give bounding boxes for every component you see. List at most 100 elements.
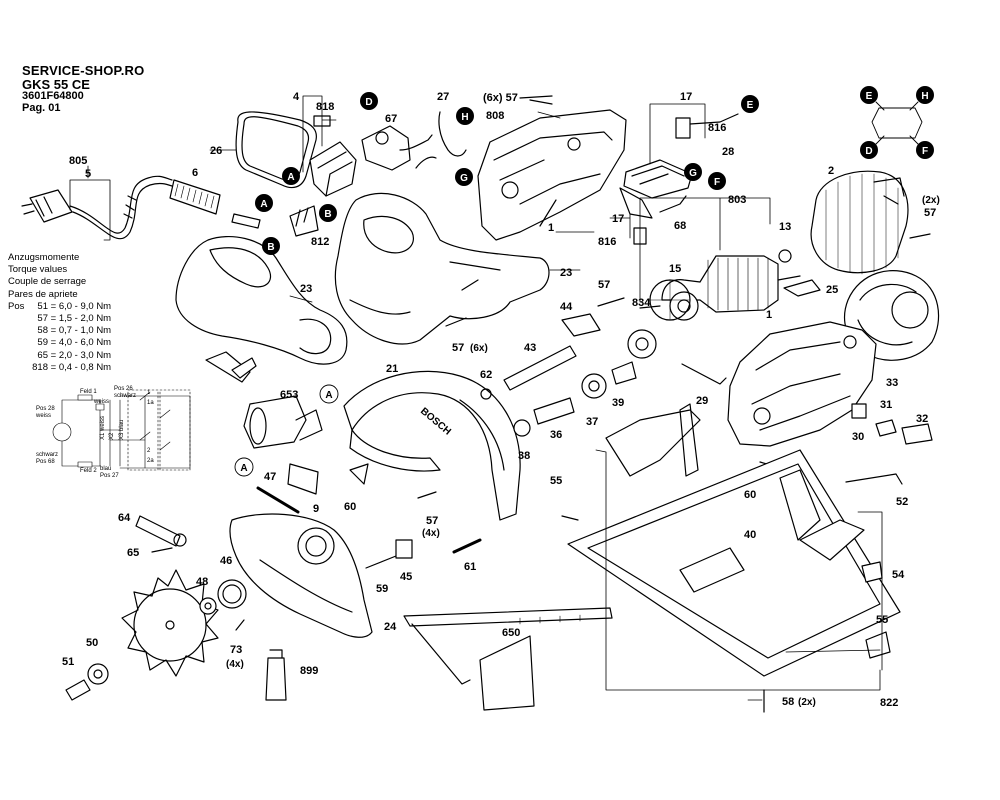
torque-value: = 6,0 - 9,0 Nm <box>50 300 112 312</box>
leader-lines <box>69 95 883 701</box>
torque-row: 59 = 4,0 - 6,0 Nm <box>8 337 111 349</box>
callout-letter: A <box>325 390 332 401</box>
blade-guard: BOSCH <box>343 370 521 521</box>
screws <box>235 99 931 713</box>
field-coil-1 <box>77 394 93 401</box>
part-label: 50 <box>86 637 98 649</box>
document-header: SERVICE-SHOP.RO GKS 55 CE 3601F64800 Pag… <box>22 64 144 114</box>
part-label: 13 <box>779 221 791 233</box>
part-label: 32 <box>916 413 928 425</box>
part-label: 43 <box>524 342 536 354</box>
part-label: 803 <box>728 194 746 206</box>
part-label: 818 <box>316 101 334 113</box>
part-label: 805 <box>69 155 87 167</box>
part-label: 17 <box>612 213 624 225</box>
torque-title-es: Pares de apriete <box>8 288 78 300</box>
torque-pos: 57 <box>37 313 48 325</box>
wire-label: X3 blau <box>119 420 125 440</box>
part-label: 45 <box>400 571 412 583</box>
base-plate <box>567 363 903 677</box>
callout-letter: H <box>461 112 468 123</box>
chip-ejector <box>243 395 323 449</box>
torque-pos: 59 <box>37 337 48 349</box>
gear-housing <box>727 321 877 447</box>
callout-circles <box>255 86 934 255</box>
part-label: 653 <box>280 389 298 401</box>
part-label: 899 <box>300 665 318 677</box>
part-label: 64 <box>118 512 131 524</box>
shop-name: SERVICE-SHOP.RO <box>22 63 145 78</box>
part-label: 40 <box>744 529 756 541</box>
callout-letter: B <box>324 209 331 220</box>
part-label: 59 <box>376 583 388 595</box>
wire-label: weiss <box>93 399 109 405</box>
part-label: 26 <box>210 145 222 157</box>
wire-label: Pos 26 <box>114 386 133 392</box>
part-label: 60 <box>744 489 756 501</box>
callout-a-outline <box>234 457 254 477</box>
part-label: 57 <box>924 207 936 219</box>
part-label: 29 <box>696 395 708 407</box>
torque-table: Anzugsmomente Torque values Couple de se… <box>8 252 111 374</box>
torque-title-de: Anzugsmomente <box>8 252 80 263</box>
callout-letter: G <box>460 173 468 184</box>
part-label: 54 <box>892 569 905 581</box>
wire-label: blau <box>100 466 111 472</box>
torque-value: = 2,0 - 3,0 Nm <box>50 349 112 361</box>
torque-row: 58 = 0,7 - 1,0 Nm <box>8 325 111 337</box>
torque-row: 65 = 2,0 - 3,0 Nm <box>8 350 111 362</box>
wire-label: Pos 68 <box>36 459 55 465</box>
callout-h <box>916 86 934 104</box>
callout-g <box>684 163 702 181</box>
power-cord <box>21 175 173 240</box>
part-label: 48 <box>196 576 208 588</box>
callout-d <box>360 92 378 110</box>
part-label: 57 <box>452 342 464 354</box>
part-label: 24 <box>384 621 397 633</box>
saw-blade <box>121 569 219 677</box>
part-label: 38 <box>518 450 530 462</box>
part-label: (4x) <box>422 528 440 539</box>
part-label: 57 <box>426 515 438 527</box>
callout-b <box>262 237 280 255</box>
callout-b <box>319 204 337 222</box>
torque-title-fr: Couple de serrage <box>8 276 87 288</box>
part-label: 2 <box>828 165 834 177</box>
part-label: 816 <box>708 122 726 134</box>
callout-e <box>741 95 759 113</box>
part-label: 46 <box>220 555 232 567</box>
callout-letter: D <box>365 97 372 108</box>
part-label: 15 <box>669 263 681 275</box>
small-parts-right <box>783 279 933 445</box>
callout-f <box>708 172 726 190</box>
torque-value: = 0,7 - 1,0 Nm <box>50 325 112 337</box>
callout-letter: H <box>921 91 928 102</box>
part-label: 60 <box>344 501 356 513</box>
part-label: 62 <box>480 369 492 381</box>
torque-pos: 65 <box>37 349 48 361</box>
part-label: 51 <box>62 656 74 668</box>
wire-label: schwarz <box>114 393 136 399</box>
part-label: 17 <box>680 91 692 103</box>
callout-h <box>456 107 474 125</box>
callout-letter: G <box>689 168 697 179</box>
callout-letter: A <box>260 199 267 210</box>
part-label: 65 <box>127 547 139 559</box>
part-label: 1 <box>548 222 554 234</box>
part-label: 37 <box>586 416 598 428</box>
part-number: 3601F64800 <box>22 90 84 103</box>
callout-letter: F <box>714 177 720 188</box>
torque-value: = 4,0 - 6,0 Nm <box>50 337 112 349</box>
terminal-label: 1a <box>147 400 154 406</box>
part-label: 23 <box>300 283 312 295</box>
torque-pos: 818 <box>32 361 48 373</box>
part-label: 36 <box>550 429 562 441</box>
torque-value: = 0,4 - 0,8 Nm <box>50 361 112 373</box>
guard-brand-text: BOSCH <box>418 406 453 438</box>
part-label: 28 <box>722 146 734 158</box>
part-label: (6x) <box>470 343 488 354</box>
wiring-schematic <box>52 389 191 471</box>
model-name: GKS 55 CE <box>22 76 90 92</box>
part-label: 31 <box>880 399 892 411</box>
